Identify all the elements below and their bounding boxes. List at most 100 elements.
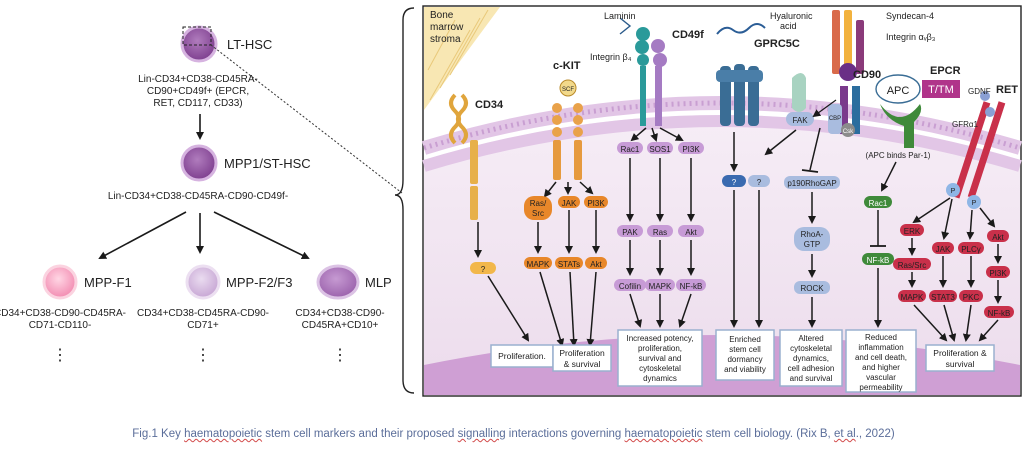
mpp-f1-markers-2: CD71-CD110- bbox=[29, 320, 92, 331]
scf-label: SCF bbox=[562, 87, 574, 93]
node-mapk-label: MAPK bbox=[527, 260, 550, 269]
node-q2-label: ? bbox=[757, 178, 762, 187]
node-rac1-label: Rac1 bbox=[621, 145, 640, 154]
mpp-f2-label: MPP-F2/F3 bbox=[226, 275, 292, 290]
node-ras-src-b bbox=[893, 258, 931, 270]
cd90-label: CD90 bbox=[853, 69, 881, 81]
node-p190-label: p190RhoGAP bbox=[787, 179, 836, 188]
cd34-label: CD34 bbox=[475, 99, 504, 111]
node-mapk-b bbox=[645, 279, 675, 291]
node-ras-src bbox=[524, 196, 552, 220]
caption-part-2: stem cell markers and their proposed bbox=[262, 428, 458, 440]
caption-word-1: haematopoietic bbox=[184, 428, 263, 440]
node-plcg bbox=[958, 242, 984, 254]
cd90-to-fak bbox=[812, 99, 837, 118]
inhibit-bar bbox=[801, 169, 819, 173]
node-pi3k-b-label: PI3K bbox=[682, 145, 700, 154]
node-erk-label: ERK bbox=[904, 227, 921, 236]
mlp-markers-1: CD34+CD38-CD90- bbox=[295, 308, 384, 319]
node-pi3k-b bbox=[678, 142, 704, 154]
outcome-2-line-1: Proliferation bbox=[559, 348, 605, 358]
outcome-6-line-5: vascular bbox=[866, 373, 896, 382]
mlp-label: MLP bbox=[365, 275, 392, 290]
node-q1 bbox=[722, 175, 746, 187]
lt-hsc-label: LT-HSC bbox=[227, 37, 272, 52]
node-mapk bbox=[524, 257, 552, 269]
caption-word-4: et al bbox=[833, 428, 856, 440]
node-jak-b-label: JAK bbox=[936, 245, 951, 254]
lt-hsc-zoom-box bbox=[182, 26, 212, 46]
mpp-f2-cell bbox=[185, 264, 221, 300]
syndecan-label: Syndecan-4 bbox=[886, 11, 934, 21]
arrow-49f-pi3k bbox=[659, 127, 684, 141]
stroma-triangle bbox=[424, 7, 500, 110]
arrow-stats-o2 bbox=[569, 271, 578, 347]
zoom-brace bbox=[394, 7, 415, 394]
laminin-label: Laminin bbox=[604, 11, 636, 21]
epcr-receptor-icon bbox=[880, 104, 922, 148]
hierarchy-panel: LT-HSC Lin-CD34+CD38-CD45RA- CD90+CD49f+… bbox=[0, 7, 415, 394]
node-ras-label: Ras bbox=[653, 228, 667, 237]
node-cd34-unknown bbox=[470, 262, 496, 274]
arrow-ckit-ras bbox=[543, 181, 557, 198]
arrow-p1-jak bbox=[941, 198, 953, 240]
mpp-f1-ellipsis: ⋮ bbox=[52, 347, 68, 364]
cd49f-integrin-icon bbox=[619, 17, 667, 126]
stroma-label-3: stroma bbox=[430, 34, 461, 45]
node-akt-b bbox=[678, 225, 704, 237]
outcome-3-line-2: proliferation, bbox=[638, 344, 682, 353]
outcome-5-line-5: and survival bbox=[790, 374, 833, 383]
node-rock bbox=[794, 281, 830, 294]
outcome-3-line-3: survival and bbox=[639, 354, 682, 363]
arrow-stat3-o7 bbox=[943, 304, 957, 342]
mpp-f2-markers-1: CD34+CD38-CD45RA-CD90- bbox=[137, 308, 269, 319]
node-rac1-b-label: Rac1 bbox=[869, 199, 888, 208]
outcome-6-line-1: Reduced bbox=[865, 333, 897, 342]
signalling-panel: Bone marrow stroma CD34 SCF c-KIT bbox=[421, 5, 1023, 397]
arrow-p2-akt bbox=[979, 207, 996, 228]
inhibit-fak-p190 bbox=[809, 127, 821, 171]
gpr-label: GPRC5C bbox=[754, 38, 800, 50]
node-pi3k-label: PI3K bbox=[587, 199, 605, 208]
mpp-f1-cell bbox=[42, 264, 78, 300]
outcome-6-line-3: and cell death, bbox=[855, 353, 907, 362]
outcome-5-line-3: dynamics, bbox=[793, 354, 829, 363]
apc-node bbox=[875, 74, 921, 104]
outcome-5-line-4: cell adhesion bbox=[788, 364, 835, 373]
caption-part-1: Fig.1 Key bbox=[132, 428, 185, 440]
mlp-cell bbox=[316, 264, 360, 300]
node-nfkb-c bbox=[984, 306, 1014, 318]
outcome-6-line-6: permeability bbox=[859, 383, 902, 392]
node-jak-label: JAK bbox=[562, 199, 577, 208]
outcome-box-1: Proliferation. bbox=[490, 344, 554, 368]
caption-word-3: haematopoietic bbox=[624, 428, 703, 440]
outcome-3-line-1: Increased potency, bbox=[626, 334, 693, 343]
node-cofilin-label: Cofilin bbox=[619, 282, 641, 291]
outcome-3-line-5: dynamics bbox=[643, 374, 677, 383]
outcome-4-line-4: and viability bbox=[724, 365, 766, 374]
outcome-5-line-1: Altered bbox=[798, 334, 823, 343]
node-pkc bbox=[959, 290, 983, 302]
node-p190 bbox=[784, 176, 840, 189]
arrow-nfkb-o7 bbox=[978, 319, 999, 342]
arrow-mapk-o7 bbox=[913, 304, 948, 342]
fak-label: FAK bbox=[792, 116, 808, 125]
mpp-f2-ellipsis: ⋮ bbox=[195, 347, 211, 364]
node-nfkb-b-label: NF-kB bbox=[867, 256, 890, 265]
node-akt-c-label: Akt bbox=[992, 233, 1004, 242]
node-rhoa-label-1: RhoA- bbox=[801, 230, 824, 239]
zoom-leader-line bbox=[210, 44, 403, 194]
mpp-f1-markers-1: CD34+CD38-CD90-CD45RA- bbox=[0, 308, 126, 319]
cbp-node bbox=[828, 104, 842, 134]
outcome-4-line-1: Enriched bbox=[729, 335, 761, 344]
node-rac1 bbox=[617, 142, 643, 154]
outcome-box-6: Reduced inflammation and cell death, and… bbox=[845, 329, 917, 393]
mlp-markers-2: CD45RA+CD10+ bbox=[302, 320, 379, 331]
outcome-4-line-3: dormancy bbox=[727, 355, 762, 364]
node-nfkb bbox=[676, 279, 706, 291]
node-stat3-label: STAT3 bbox=[931, 293, 955, 302]
node-mapk-c-label: MAPK bbox=[901, 293, 924, 302]
node-q1-label: ? bbox=[732, 178, 737, 187]
node-rhoa-label-2: GTP bbox=[804, 240, 820, 249]
node-stats-label: STATs bbox=[558, 260, 580, 269]
